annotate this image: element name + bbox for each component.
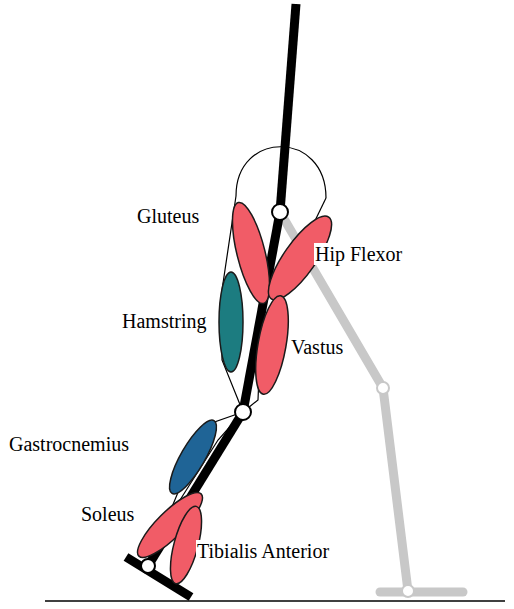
ground-line [45, 600, 505, 602]
muscle-label: Hip Flexor [314, 243, 403, 265]
muscle-label: Gastrocnemius [8, 433, 130, 455]
muscle-label: Gluteus [136, 205, 200, 227]
swing-knee [377, 382, 389, 394]
muscle-label: Soleus [80, 503, 135, 525]
swing-ankle [402, 585, 414, 597]
stance-leg [126, 4, 296, 597]
muscle-label: Tibialis Anterior [196, 540, 330, 562]
muscle-label: Vastus [290, 336, 344, 358]
muscle-label: Hamstring [121, 310, 207, 332]
muscles [130, 199, 342, 587]
joints [141, 204, 288, 573]
